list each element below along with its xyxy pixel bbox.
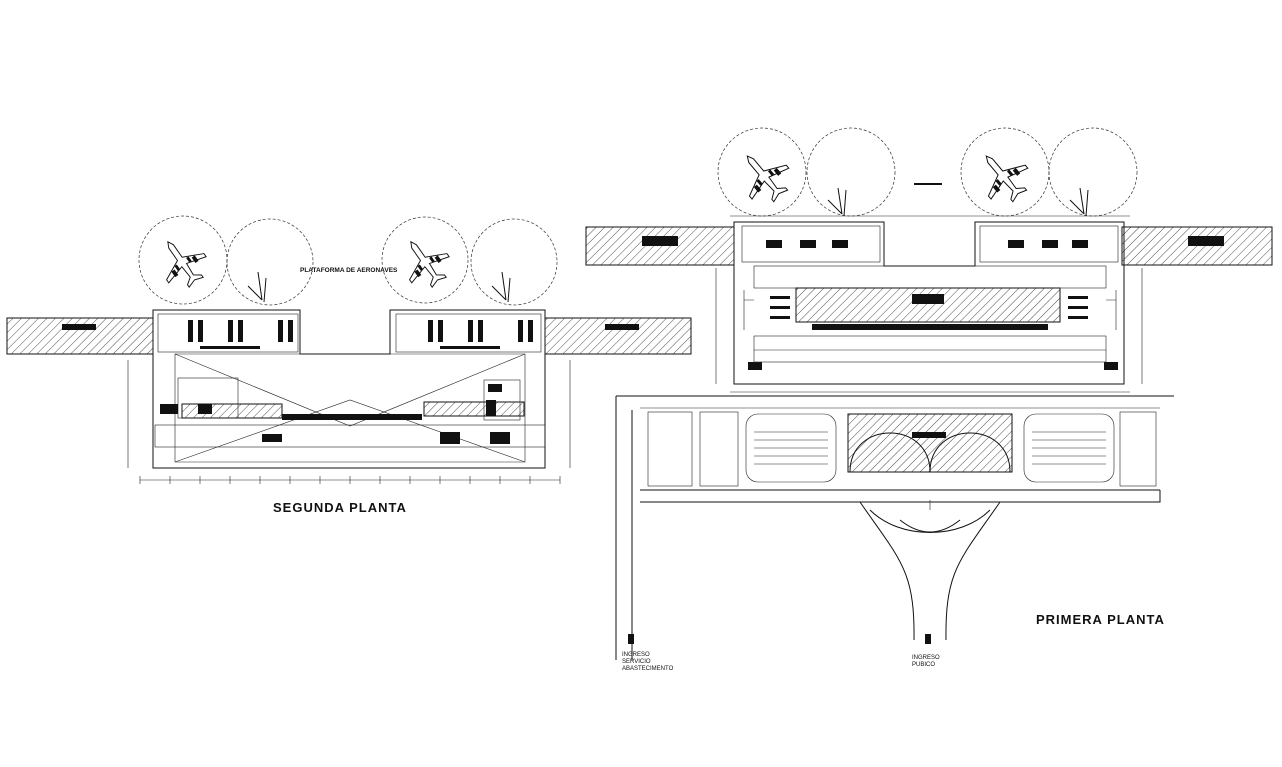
ground-strip-left <box>6 317 154 355</box>
second-floor-plan: PLATAFORMA DE AERONAVES SEGUNDA PLANTA <box>6 215 692 515</box>
service-entrance-line3: ABASTECIMENTO <box>622 666 674 672</box>
service-entrance-line2: SERVICIO <box>622 659 651 665</box>
first-floor-plan: INGRESO SERVICIO ABASTECIMENTO INGRESO P… <box>585 127 1273 672</box>
apron-label: PLATAFORMA DE AERONAVES <box>300 267 398 274</box>
first-floor-title: PRIMERA PLANTA <box>1036 612 1165 627</box>
ground-strip-right <box>544 317 692 355</box>
public-entrance-line2: PUBICO <box>912 662 935 668</box>
public-entrance-line1: INGRESO <box>912 655 940 661</box>
second-floor-title: SEGUNDA PLANTA <box>273 500 407 515</box>
service-entrance-line1: INGRESO <box>622 652 650 658</box>
